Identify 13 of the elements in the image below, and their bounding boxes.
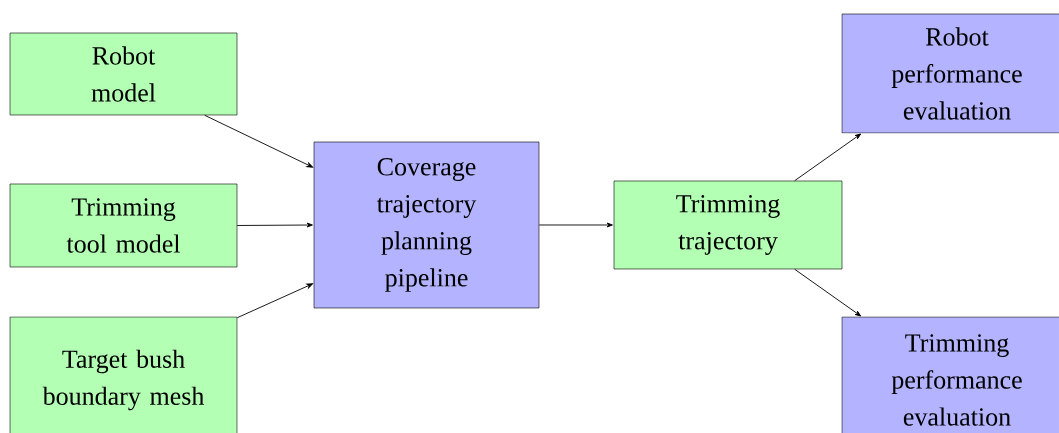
input-box: Target bush boundary mesh	[9, 316, 238, 433]
arrow	[236, 222, 313, 228]
arrow	[236, 283, 313, 319]
process-box: Trimming performance evaluation	[841, 316, 1059, 433]
arrow	[794, 133, 862, 182]
input-box: Trimming trajectory	[613, 180, 843, 270]
process-box: Robot performance evaluation	[841, 13, 1059, 134]
arrow	[538, 222, 613, 228]
arrow	[204, 114, 313, 168]
input-box: Robot model	[9, 32, 238, 116]
arrow	[794, 268, 862, 317]
process-box: Coverage trajectory planning pipeline	[313, 141, 540, 309]
input-box: Trimming tool model	[9, 183, 238, 268]
